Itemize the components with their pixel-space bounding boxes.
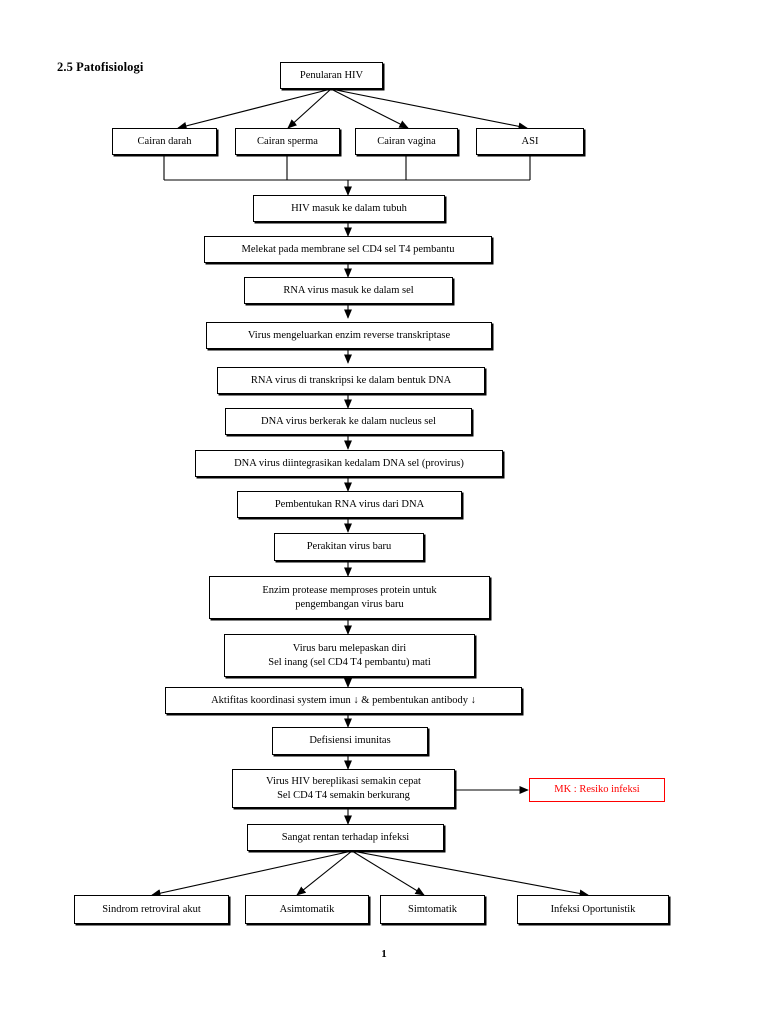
node-label: Cairan vagina: [377, 135, 436, 147]
node-melekat-membrane-cd4[interactable]: Melekat pada membrane sel CD4 sel T4 pem…: [204, 236, 492, 263]
node-label-line2: Sel CD4 T4 semakin berkurang: [277, 789, 410, 801]
node-enzim-protease[interactable]: Enzim protease memproses protein untuk p…: [209, 576, 490, 619]
node-label: Aktifitas koordinasi system imun ↓ & pem…: [211, 694, 476, 706]
node-rna-virus-masuk-sel[interactable]: RNA virus masuk ke dalam sel: [244, 277, 453, 304]
node-dna-diintegrasikan-provirus[interactable]: DNA virus diintegrasikan kedalam DNA sel…: [195, 450, 503, 477]
node-label: MK : Resiko infeksi: [554, 784, 640, 796]
node-infeksi-oportunistik[interactable]: Infeksi Oportunistik: [517, 895, 669, 924]
node-label: Simtomatik: [407, 903, 457, 915]
node-label-line1: Enzim protease memproses protein untuk: [262, 584, 437, 596]
node-label: Defisiensi imunitas: [309, 735, 391, 747]
node-asi[interactable]: ASI: [476, 128, 584, 155]
node-label: Infeksi Oportunistik: [550, 903, 636, 915]
node-penularan-hiv[interactable]: Penularan HIV: [280, 62, 383, 89]
page-title: 2.5 Patofisiologi: [57, 60, 144, 74]
node-label-line1: Virus baru melepaskan diri: [292, 642, 407, 654]
node-virus-baru-melepaskan-diri[interactable]: Virus baru melepaskan diri Sel inang (se…: [224, 634, 475, 677]
node-aktifitas-koordinasi-imun[interactable]: Aktifitas koordinasi system imun ↓ & pem…: [165, 687, 522, 714]
node-label-line2: pengembangan virus baru: [295, 598, 404, 610]
node-label: ASI: [521, 135, 539, 147]
node-label: Penularan HIV: [299, 69, 364, 81]
node-label: Sindrom retroviral akut: [102, 903, 201, 915]
node-hiv-masuk-tubuh[interactable]: HIV masuk ke dalam tubuh: [253, 195, 445, 222]
node-label-line1: Virus HIV bereplikasi semakin cepat: [266, 775, 421, 787]
node-defisiensi-imunitas[interactable]: Defisiensi imunitas: [272, 727, 428, 755]
node-cairan-sperma[interactable]: Cairan sperma: [235, 128, 340, 155]
node-label-lines: Virus HIV bereplikasi semakin cepat Sel …: [237, 775, 450, 802]
node-label-line2: Sel inang (sel CD4 T4 pembantu) mati: [268, 656, 431, 668]
page-number: 1: [381, 948, 387, 960]
node-simtomatik[interactable]: Simtomatik: [380, 895, 485, 924]
node-label: DNA virus diintegrasikan kedalam DNA sel…: [234, 457, 464, 469]
node-cairan-vagina[interactable]: Cairan vagina: [355, 128, 458, 155]
node-label: HIV masuk ke dalam tubuh: [291, 202, 407, 214]
node-sangat-rentan-infeksi[interactable]: Sangat rentan terhadap infeksi: [247, 824, 444, 851]
node-perakitan-virus-baru[interactable]: Perakitan virus baru: [274, 533, 424, 561]
node-label: Cairan darah: [137, 135, 192, 147]
node-dna-virus-nucleus[interactable]: DNA virus berkerak ke dalam nucleus sel: [225, 408, 472, 435]
node-asimtomatik[interactable]: Asimtomatik: [245, 895, 369, 924]
node-label-lines: Virus baru melepaskan diri Sel inang (se…: [229, 642, 470, 669]
node-label: Cairan sperma: [257, 135, 318, 147]
node-mk-resiko-infeksi[interactable]: MK : Resiko infeksi: [529, 778, 665, 802]
node-label: Melekat pada membrane sel CD4 sel T4 pem…: [241, 243, 455, 255]
node-cairan-darah[interactable]: Cairan darah: [112, 128, 217, 155]
node-label: Virus mengeluarkan enzim reverse transkr…: [247, 329, 451, 341]
node-label: RNA virus di transkripsi ke dalam bentuk…: [250, 374, 452, 386]
node-label: Asimtomatik: [279, 903, 335, 915]
node-label: Perakitan virus baru: [306, 541, 392, 553]
node-label: Pembentukan RNA virus dari DNA: [274, 498, 425, 510]
node-virus-bereplikasi-cepat[interactable]: Virus HIV bereplikasi semakin cepat Sel …: [232, 769, 455, 808]
node-rna-transkripsi-dna[interactable]: RNA virus di transkripsi ke dalam bentuk…: [217, 367, 485, 394]
node-label: RNA virus masuk ke dalam sel: [283, 284, 414, 296]
node-label-lines: Enzim protease memproses protein untuk p…: [214, 584, 485, 611]
node-sindrom-retroviral-akut[interactable]: Sindrom retroviral akut: [74, 895, 229, 924]
node-pembentukan-rna-dari-dna[interactable]: Pembentukan RNA virus dari DNA: [237, 491, 462, 518]
node-enzim-reverse-transkriptase[interactable]: Virus mengeluarkan enzim reverse transkr…: [206, 322, 492, 349]
node-label: DNA virus berkerak ke dalam nucleus sel: [261, 415, 436, 427]
node-label: Sangat rentan terhadap infeksi: [281, 831, 410, 843]
